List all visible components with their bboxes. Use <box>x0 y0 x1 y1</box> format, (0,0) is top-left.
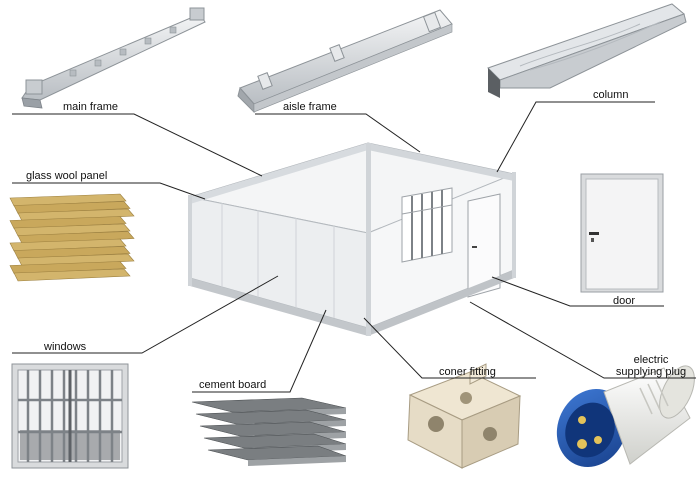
windows-leader <box>12 275 279 354</box>
wool-panel-layer <box>17 231 135 244</box>
wool-panel-layer <box>9 238 127 252</box>
container-house-image <box>188 142 516 336</box>
wool-panel-layer <box>13 201 131 214</box>
main-frame-leader <box>12 113 263 177</box>
electric-plug-image <box>556 365 695 467</box>
aisle-frame-label: aisle frame <box>283 101 337 113</box>
corner-fitting-label: coner fitting <box>439 366 496 378</box>
electric-label-line2: supplying plug <box>615 366 687 378</box>
column-image <box>487 3 687 98</box>
main-frame-image <box>21 7 206 109</box>
cement-board-image <box>191 397 347 466</box>
wool-panel-layer <box>17 253 135 267</box>
aisle-frame-image <box>237 9 453 114</box>
leader-lines <box>12 101 696 393</box>
cement-board-edge <box>248 456 346 466</box>
electric-plug-leader <box>469 301 696 379</box>
cement-board-leader <box>192 309 327 393</box>
door-leader <box>491 276 664 307</box>
column-label: column <box>593 89 629 101</box>
door-label: door <box>613 295 636 307</box>
wool-panel-layer <box>13 246 131 259</box>
windows-image <box>11 363 129 469</box>
windows-label: windows <box>44 341 87 353</box>
electric-label-line1: electric <box>633 354 669 366</box>
wool-panel-layer <box>9 261 127 274</box>
corner-fitting-image <box>407 363 522 469</box>
wool-panel-layer <box>9 216 127 229</box>
cement-board-label: cement board <box>199 379 267 391</box>
glass-wool-leader <box>12 182 206 200</box>
glass-wool-panel-image <box>9 193 135 282</box>
glass-wool-panel-label: glass wool panel <box>26 170 108 182</box>
wool-panel-layer <box>17 208 135 222</box>
aisle-frame-leader <box>255 113 421 153</box>
door-image <box>580 173 664 293</box>
main-frame-label: main frame <box>63 101 119 113</box>
wool-panel-layer <box>13 223 131 237</box>
wool-panel-layer <box>9 193 127 207</box>
column-leader <box>496 101 655 173</box>
wool-panel-layer <box>13 268 131 282</box>
corner-fitting-leader <box>363 317 536 379</box>
